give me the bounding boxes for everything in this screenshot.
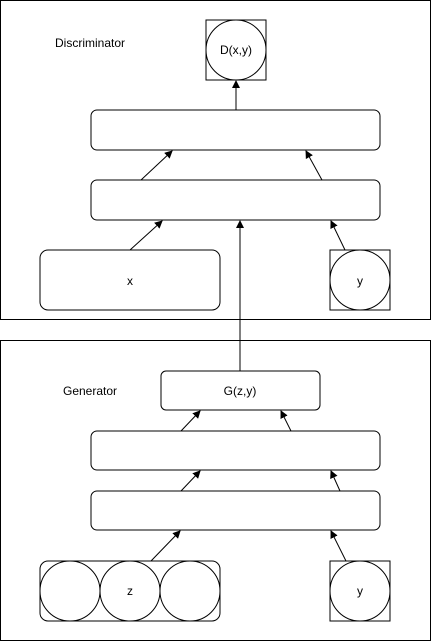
generator-hidden-layer-2 — [90, 430, 381, 471]
generator-input-z: z — [39, 560, 221, 622]
discriminator-input-y: y — [329, 249, 391, 311]
generator-output-node: G(z,y) — [160, 370, 321, 411]
discriminator-hidden-layer-1 — [90, 179, 381, 221]
generator-input-y-label: y — [357, 584, 363, 598]
discriminator-input-x-label: x — [127, 274, 133, 288]
generator-input-y: y — [329, 560, 391, 622]
generator-output-label: G(z,y) — [224, 384, 257, 398]
arrow-gen-layer2-to-output-left — [180, 410, 201, 432]
generator-hidden-layer-1 — [90, 490, 381, 531]
generator-input-z-circle-1 — [39, 560, 101, 622]
discriminator-input-y-label: y — [357, 274, 363, 288]
discriminator-output-label: D(x,y) — [220, 43, 252, 57]
generator-input-z-circle-3 — [159, 560, 221, 622]
generator-input-y-circle — [329, 560, 391, 622]
arrow-disc-layer1-to-layer2-right — [305, 150, 323, 181]
arrow-y-to-disc-layer1 — [330, 220, 346, 251]
discriminator-output-node: D(x,y) — [205, 19, 267, 81]
arrow-z-to-gen-layer1 — [150, 530, 181, 562]
arrow-x-to-disc-layer1 — [129, 220, 163, 251]
arrow-gen-layer1-to-layer2-right — [330, 470, 341, 492]
arrow-gen-layer1-to-layer2-left — [180, 470, 201, 492]
arrow-y-to-gen-layer1 — [330, 530, 347, 562]
discriminator-input-y-circle — [329, 249, 391, 311]
arrow-disc-layer1-to-layer2-left — [140, 150, 173, 181]
arrow-gen-layer2-to-output-right — [280, 410, 292, 432]
generator-input-z-label: z — [127, 584, 133, 598]
discriminator-input-x: x — [39, 249, 221, 311]
discriminator-title: Discriminator — [55, 36, 125, 50]
generator-title: Generator — [63, 384, 117, 398]
discriminator-hidden-layer-2 — [90, 109, 381, 151]
generator-panel: Generator G(z,y) z y — [0, 340, 431, 641]
discriminator-panel: Discriminator D(x,y) x y — [0, 0, 431, 320]
